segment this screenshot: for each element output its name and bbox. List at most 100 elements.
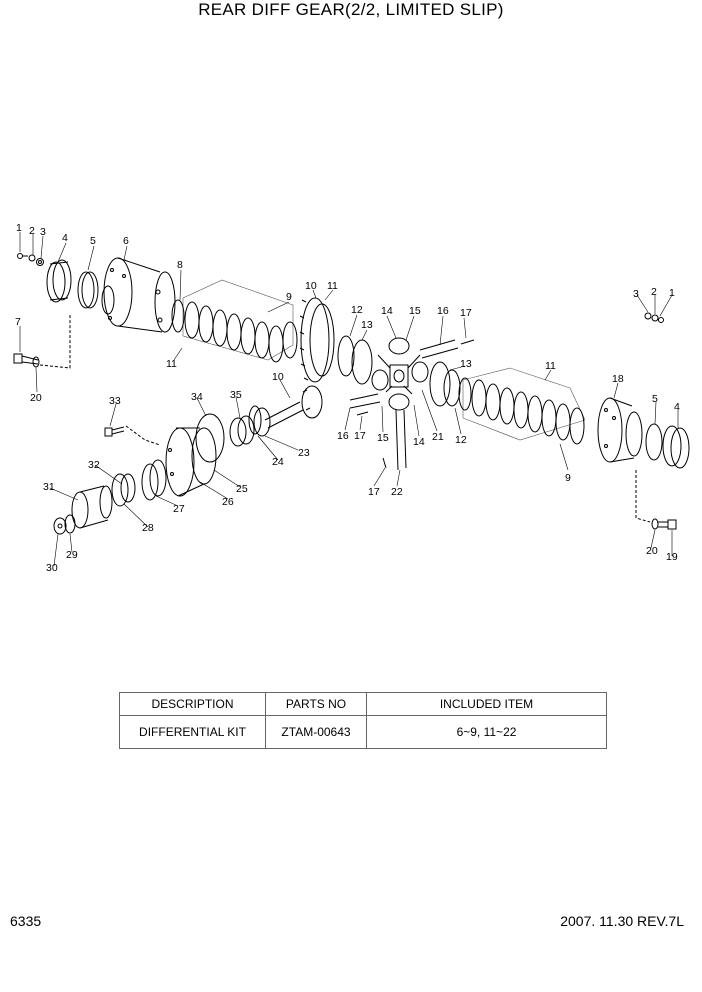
part-17-pins[interactable] [356,339,475,469]
part-13-right-side-gear[interactable] [429,361,461,407]
callout-17: 17 [460,307,472,319]
right-clutch-discs[interactable] [458,377,585,445]
part-33-bolt[interactable] [104,426,125,437]
callout-16-lower: 16 [337,430,349,442]
callout-30: 30 [46,562,58,574]
part-1-bolt[interactable] [17,253,29,259]
callout-10: 10 [305,280,317,292]
callout-9: 9 [286,291,292,303]
callout-5: 5 [90,235,96,247]
callout-7: 7 [15,316,21,328]
callout-35: 35 [230,389,242,401]
part-35-bearing[interactable] [229,415,255,447]
callout-33: 33 [109,395,121,407]
part-4-bearing[interactable] [46,259,72,303]
callout-11-left: 11 [166,358,177,370]
callout-13-right: 13 [460,358,472,370]
revision-date: 2007. 11.30 REV.7L [560,913,684,929]
callout-24: 24 [272,456,284,468]
callout-27: 27 [173,503,185,515]
part-2-washer[interactable] [28,254,36,262]
callout-17-bottom: 17 [368,486,380,498]
callout-3: 3 [40,226,46,238]
col-parts-no: PARTS NO [265,692,367,716]
part-5-bearing-cup[interactable] [77,271,99,309]
part-29-washer[interactable] [64,514,76,534]
callout-20-left: 20 [30,392,42,404]
part-21-spider[interactable] [377,354,421,395]
part-16-cross-shaft[interactable] [349,339,459,471]
right-bolt-cluster[interactable] [644,312,664,323]
callout-19: 19 [666,551,678,563]
callout-3-right: 3 [633,288,639,300]
callout-14: 14 [381,305,393,317]
parts-table: DESCRIPTION PARTS NO INCLUDED ITEM DIFFE… [119,692,607,749]
page-title: REAR DIFF GEAR(2/2, LIMITED SLIP) [198,0,504,19]
callout-12: 12 [351,304,363,316]
callout-25: 25 [236,483,248,495]
left-clutch-discs[interactable] [171,299,298,363]
part-20-washer-left[interactable] [32,356,40,368]
callout-10-pinion: 10 [272,371,284,383]
callout-32: 32 [88,459,100,471]
part-10-ring-gear[interactable] [299,297,335,383]
callout-14-lower: 14 [413,436,425,448]
part-18-diff-case-half[interactable] [597,397,643,463]
callout-9-right: 9 [565,472,571,484]
callout-28: 28 [142,522,154,534]
part-7-bolt[interactable] [13,353,39,365]
callout-1-right: 1 [669,287,675,299]
part-34-gasket[interactable] [195,413,225,463]
callout-13: 13 [361,319,373,331]
callout-26: 26 [222,496,234,508]
cell-parts-no: ZTAM-00643 [265,715,367,749]
part-13-side-gear[interactable] [337,335,373,385]
callout-15-lower: 15 [377,432,389,444]
table-header-row: DESCRIPTION PARTS NO INCLUDED ITEM [119,692,607,716]
part-19-bolt[interactable] [658,519,677,530]
cell-included-item: 6~9, 11~22 [366,715,607,749]
callout-11: 11 [327,280,338,292]
table-row: DIFFERENTIAL KIT ZTAM-00643 6~9, 11~22 [119,715,607,749]
callout-6: 6 [123,235,129,247]
part-23-spacer[interactable] [253,407,271,437]
part-4-right-bearing[interactable] [662,425,690,469]
callout-34: 34 [191,391,203,403]
part-24-shim[interactable] [248,405,262,435]
callout-12-lower: 12 [455,434,467,446]
cell-description: DIFFERENTIAL KIT [119,715,266,749]
part-28-seal[interactable] [111,473,136,507]
part-10-drive-pinion[interactable] [264,385,323,429]
callout-2: 2 [29,225,35,237]
part-14-pinion-gears[interactable] [371,337,429,411]
callout-15: 15 [409,305,421,317]
part-27-bearing-cone[interactable] [141,459,167,501]
callout-20-right: 20 [646,545,658,557]
part-30-nut[interactable] [53,517,67,535]
col-description: DESCRIPTION [119,692,266,716]
callout-18: 18 [612,373,624,385]
callout-31: 31 [43,481,55,493]
part-5-right-bearing-cup[interactable] [645,423,663,461]
part-31-yoke[interactable] [71,485,113,529]
part-26-carrier-flange[interactable] [165,427,217,497]
col-included-item: INCLUDED ITEM [366,692,607,716]
callout-17-lower: 17 [354,430,366,442]
callout-1: 1 [16,222,22,234]
callout-16: 16 [437,305,449,317]
callout-8: 8 [177,259,183,271]
callout-29: 29 [66,549,78,561]
part-20-washer-right[interactable] [651,518,659,530]
callout-2-right: 2 [651,286,657,298]
callout-22: 22 [391,486,403,498]
callout-23: 23 [298,447,310,459]
callout-4: 4 [62,232,68,244]
callout-5-right: 5 [652,393,658,405]
part-3-nut[interactable] [36,258,44,266]
part-6-diff-case[interactable] [101,257,176,333]
page-number: 6335 [10,913,42,929]
callout-4-right: 4 [674,401,680,413]
callout-21: 21 [432,431,444,443]
callout-11-right: 11 [545,360,556,372]
